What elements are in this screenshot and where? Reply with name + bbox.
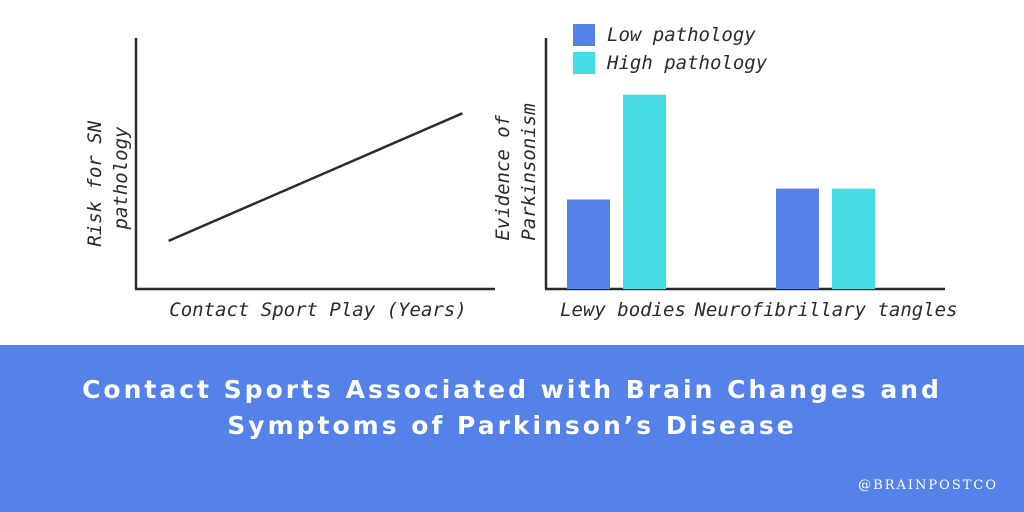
bar-chart-y-label-line2: Parkinsonism [518,103,540,240]
line-chart: Contact Sport Play (Years) Risk for SN p… [84,38,495,321]
legend-label-low: Low pathology [607,24,756,46]
headline-line1: Contact Sports Associated with Brain Cha… [82,375,942,404]
category-label-lewy-bodies: Lewy bodies [560,299,686,321]
line-chart-x-label: Contact Sport Play (Years) [169,299,466,321]
line-chart-y-label: Risk for SN pathology [84,109,132,246]
bar-lewy-bodies-high [623,94,666,289]
bar-neurofibrillary-tangles-high [832,188,875,289]
title-banner [0,345,1024,512]
headline: Contact Sports Associated with Brain Cha… [0,372,1024,444]
category-label-neurofibrillary-tangles: Neurofibrillary tangles [693,299,957,321]
bar-neurofibrillary-tangles-low [776,188,819,289]
bars-group [567,94,875,289]
bar-chart-y-label: Evidence of Parkinsonism [492,103,540,240]
charts-area: Contact Sport Play (Years) Risk for SN p… [84,24,958,321]
bar-chart: Evidence of Parkinsonism Lewy bodies Neu… [492,24,958,321]
legend-swatch-low [573,24,595,46]
bar-chart-y-label-line1: Evidence of [492,114,514,240]
trend-line [168,112,463,243]
line-chart-y-label-line1: Risk for SN [84,120,106,246]
legend-label-high: High pathology [606,52,768,74]
bar-lewy-bodies-low [567,199,610,289]
brand-handle: @BRAINPOSTCO [858,478,998,493]
legend-swatch-high [573,52,595,74]
line-chart-y-label-line2: pathology [110,126,132,231]
headline-line2: Symptoms of Parkinson’s Disease [227,411,797,440]
legend: Low pathology High pathology [573,24,768,74]
